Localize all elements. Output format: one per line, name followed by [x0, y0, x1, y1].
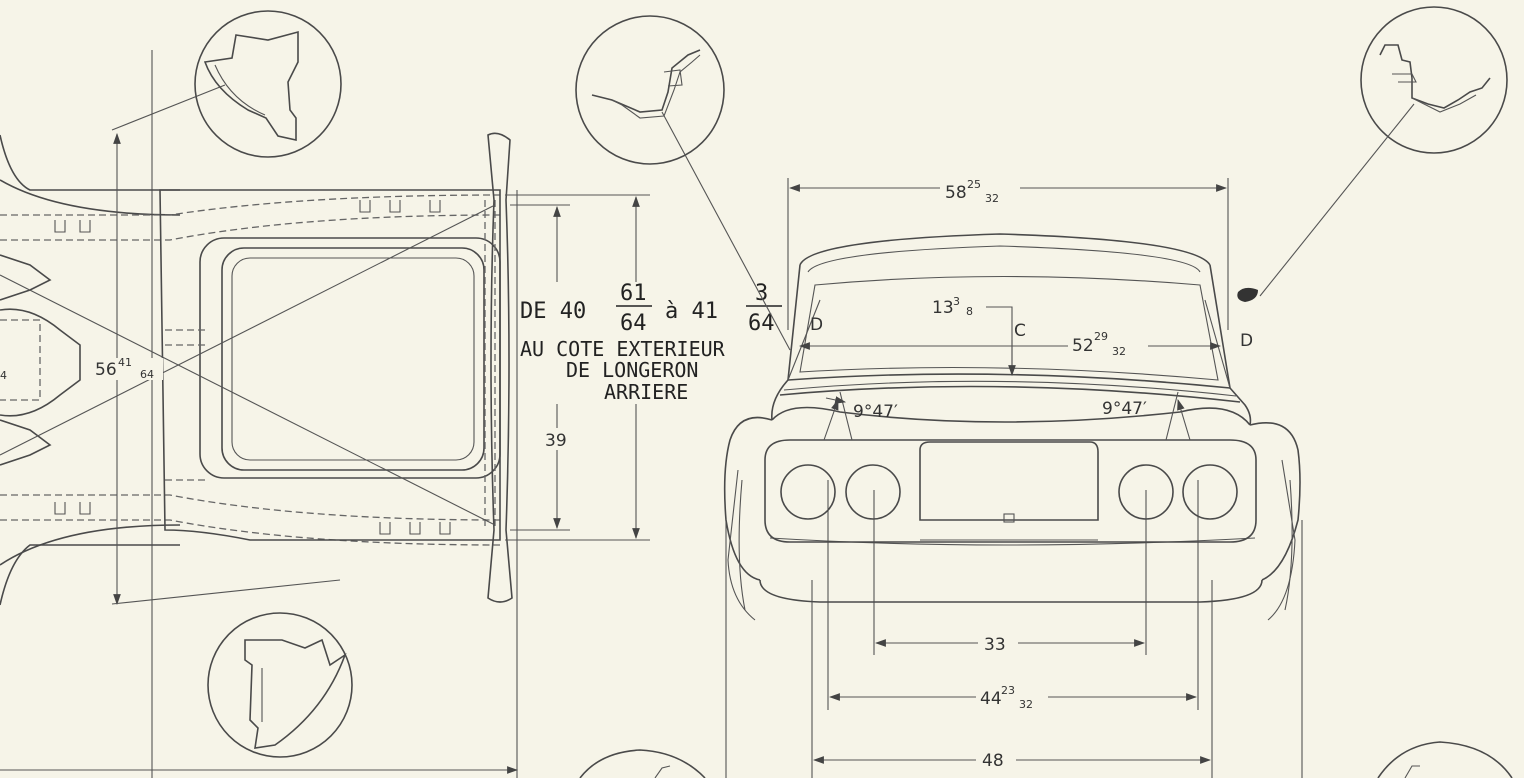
- rear-view: 58 25 32 52 29 32 13 3 8 C D D 9°47′ 9°4…: [723, 175, 1303, 778]
- detail-circle-top-right: [1237, 6, 1508, 302]
- label-c: C: [1014, 321, 1026, 341]
- tail-lamp-1: [780, 464, 836, 520]
- frame-rail-bottom: [0, 494, 501, 521]
- dim-track-den: 64: [140, 368, 154, 381]
- note-prefix: DE 40: [520, 299, 586, 324]
- license-recess: [919, 441, 1099, 521]
- dim-inner-whole: 52: [1072, 336, 1094, 356]
- note-frac2-num: 3: [755, 281, 768, 306]
- label-d-left: D: [810, 315, 823, 335]
- rear-window: [787, 264, 1231, 389]
- body-lower: [759, 579, 1263, 603]
- label-d-right: D: [1240, 331, 1253, 351]
- rail-note: DE 40 61 64 à 41 3 64 AU COTE EXTERIEUR …: [518, 281, 796, 404]
- dim-track-whole: 56: [95, 360, 117, 380]
- note-frac2-den: 64: [748, 311, 775, 336]
- note-line3: DE LONGERON: [566, 358, 698, 382]
- angle-right: 9°47′: [1102, 399, 1147, 419]
- tail-panel: [764, 439, 1257, 543]
- dim-height-den: 8: [966, 305, 973, 318]
- dim-partial-left: 4: [0, 369, 7, 382]
- rear-body-outline: [159, 189, 501, 541]
- tail-lamp-3: [1118, 464, 1174, 520]
- dim-inner-den: 32: [1112, 345, 1126, 358]
- wheel-arch-bottom: [0, 544, 180, 606]
- differential: [0, 308, 81, 417]
- detail-circle-bottom-left: [207, 612, 353, 758]
- dim-track-num: 41: [118, 356, 132, 369]
- detail-circle-top-left: [194, 10, 342, 158]
- dim-39-label: 39: [545, 431, 567, 451]
- dim-lower-num: 23: [1001, 684, 1015, 697]
- angle-left: 9°47′: [853, 402, 898, 422]
- note-line2: AU COTE EXTERIEUR: [520, 337, 726, 361]
- dim-height-num: 3: [953, 295, 960, 308]
- frame-rail-top: [0, 194, 501, 216]
- axle-left-part: [0, 254, 52, 301]
- rear-bumper: [487, 132, 513, 603]
- dim-overall-den: 32: [985, 192, 999, 205]
- trunk-opening: [199, 237, 501, 479]
- note-line4: ARRIERE: [604, 380, 688, 404]
- dim-overall-whole: 58: [945, 183, 967, 203]
- dim-48-label: 48: [982, 751, 1004, 771]
- plan-view: 56 41 64 4 39: [0, 10, 650, 778]
- dim-lower-den: 32: [1019, 698, 1033, 711]
- detail-circle-top-center: [575, 15, 791, 351]
- note-frac1-den: 64: [620, 311, 647, 336]
- dim-inner-num: 29: [1094, 330, 1108, 343]
- dim-height-whole: 13: [932, 298, 954, 318]
- tail-lamp-4: [1182, 464, 1238, 520]
- note-frac1-num: 61: [620, 281, 647, 306]
- trunk-lid-line: [779, 385, 1241, 403]
- roof: [799, 233, 1211, 266]
- dim-lower-whole: 44: [980, 689, 1002, 709]
- dim-overall-num: 25: [967, 178, 981, 191]
- body-right-side: [1249, 421, 1301, 581]
- dim-33-label: 33: [984, 635, 1006, 655]
- detail-marker: [1237, 287, 1258, 302]
- note-middle: à 41: [665, 299, 718, 324]
- wheel-arch-top: [0, 134, 180, 191]
- tail-lamp-2: [845, 464, 901, 520]
